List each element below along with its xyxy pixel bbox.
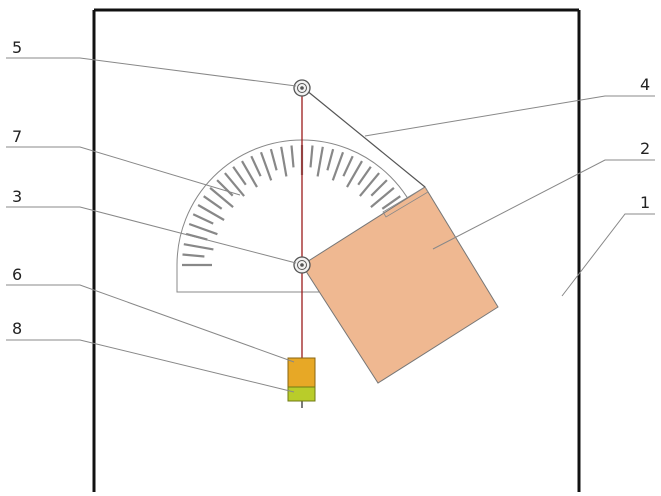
protractor-tick — [182, 253, 205, 258]
protractor-tick — [209, 187, 234, 208]
protractor-tick — [232, 166, 247, 186]
protractor-tick — [183, 243, 214, 251]
leader-6 — [6, 284, 295, 363]
protractor-tick — [188, 222, 218, 236]
leader-5 — [6, 57, 297, 87]
label-5: 5 — [12, 38, 22, 57]
protractor-tick — [370, 179, 388, 197]
protractor-tick — [197, 204, 225, 221]
tilted-block — [301, 186, 499, 384]
protractor-tick — [269, 148, 278, 171]
label-6: 6 — [12, 265, 22, 284]
block-edge-marker — [382, 186, 429, 218]
protractor-tick — [203, 195, 223, 210]
protractor-tick — [309, 145, 314, 168]
label-3: 3 — [12, 187, 22, 206]
protractor-tick — [357, 166, 372, 186]
protractor-tick — [342, 155, 354, 177]
label-7: 7 — [12, 127, 22, 146]
protractor-tick — [316, 146, 324, 177]
tension-line — [305, 89, 426, 188]
protractor-tick — [331, 151, 345, 181]
protractor-tick — [241, 160, 258, 188]
protractor-tick — [290, 145, 295, 168]
protractor-tick — [216, 179, 234, 197]
frame — [92, 8, 581, 492]
protractor-tick — [370, 187, 395, 208]
protractor-tick — [346, 160, 363, 188]
leader-lines — [6, 57, 655, 393]
top-pulley — [293, 79, 311, 97]
protractor-tick — [259, 151, 273, 181]
pivot — [293, 256, 311, 274]
protractor-tick — [359, 172, 380, 197]
protractor-tick — [280, 146, 288, 177]
label-2: 2 — [640, 139, 650, 158]
leader-4 — [364, 95, 655, 137]
leader-3 — [6, 206, 297, 264]
label-8: 8 — [12, 319, 22, 338]
protractor-tick — [224, 172, 245, 197]
leader-1 — [561, 213, 655, 297]
leader-2 — [432, 159, 655, 250]
protractor-tick — [326, 148, 335, 171]
label-4: 4 — [640, 75, 650, 94]
protractor-tick — [250, 155, 262, 177]
label-1: 1 — [640, 193, 650, 212]
lower-weight — [287, 386, 316, 402]
protractor-tick — [192, 213, 214, 225]
upper-weight — [287, 357, 316, 388]
leader-8 — [6, 339, 295, 393]
protractor-tick — [381, 195, 401, 210]
leader-7 — [6, 146, 241, 196]
